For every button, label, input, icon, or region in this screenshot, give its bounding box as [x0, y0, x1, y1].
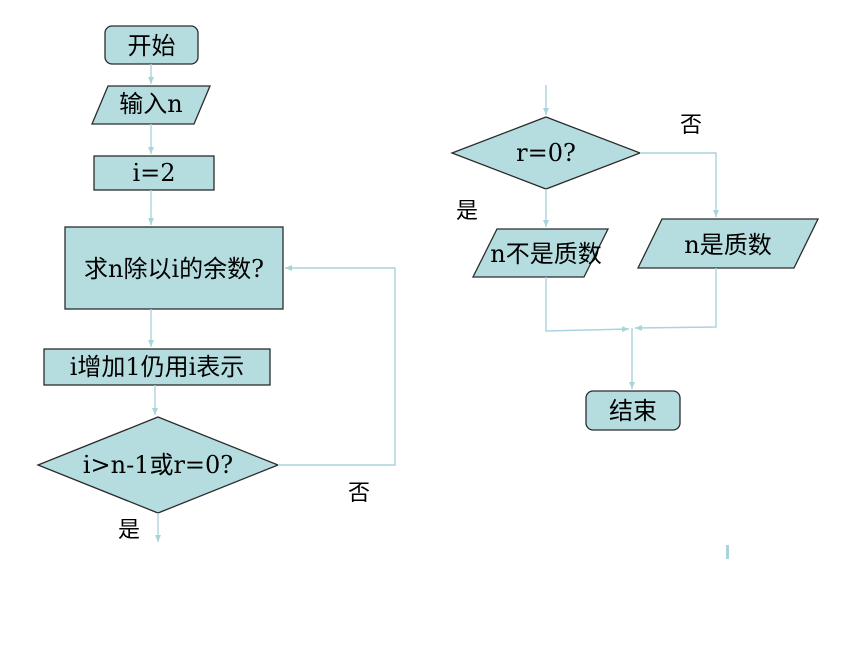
left-no-label: 否 — [348, 481, 370, 506]
condition-node: i>n-1或r=0? — [36, 416, 280, 514]
compute-label: 求n除以i的余数? — [84, 255, 264, 283]
right-no-label: 否 — [680, 113, 702, 138]
condition-label: i>n-1或r=0? — [83, 451, 233, 479]
merge-connector-left — [545, 277, 630, 333]
init-label: i=2 — [132, 159, 175, 187]
prime-label: n是质数 — [684, 231, 771, 259]
start-node: 开始 — [104, 25, 199, 65]
input-label: 输入n — [119, 90, 182, 118]
input-node: 输入n — [91, 85, 211, 125]
compute-node: 求n除以i的余数? — [64, 226, 284, 310]
stray-mark — [726, 545, 729, 559]
not-prime-node: n不是质数 — [471, 228, 610, 278]
prime-node: n是质数 — [636, 218, 820, 269]
start-label: 开始 — [128, 32, 176, 60]
not-prime-label: n不是质数 — [490, 240, 601, 268]
no-connector — [640, 152, 719, 217]
increment-label: i增加1仍用i表示 — [70, 353, 245, 381]
loop-back-connector — [278, 265, 396, 466]
end-node: 结束 — [585, 390, 681, 431]
init-node: i=2 — [93, 155, 215, 191]
right-flow: r=0? 否 是 n不是质数 n是质数 结束 — [450, 85, 820, 559]
merge-connector-right — [634, 268, 717, 331]
increment-node: i增加1仍用i表示 — [43, 348, 271, 386]
left-yes-label: 是 — [118, 518, 140, 543]
remainder-condition-node: r=0? — [450, 116, 642, 190]
end-label: 结束 — [609, 397, 657, 425]
remainder-condition-label: r=0? — [516, 139, 576, 167]
right-yes-label: 是 — [456, 199, 478, 224]
left-flow: 开始 输入n i=2 求n除以i的余数? i增加1仍用i表示 — [36, 25, 396, 543]
